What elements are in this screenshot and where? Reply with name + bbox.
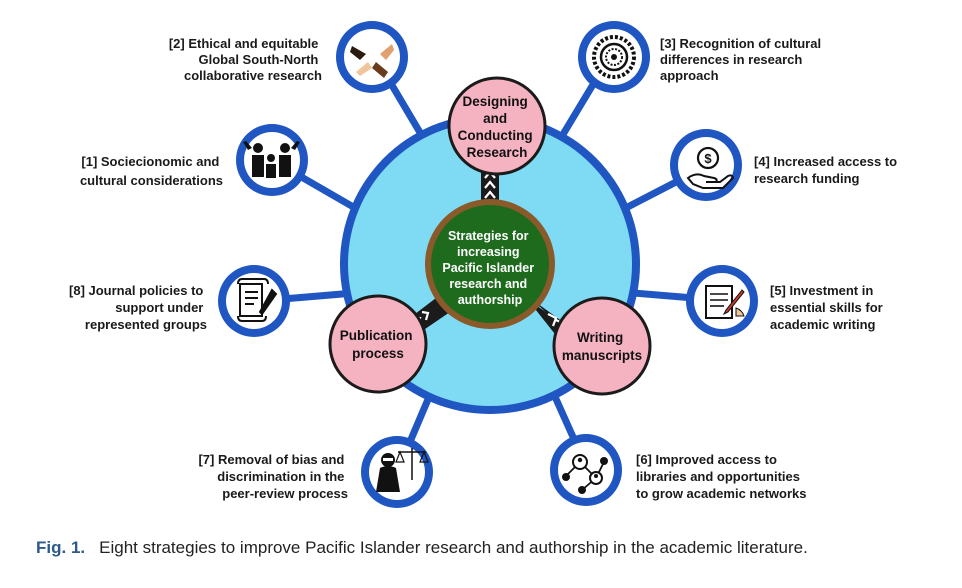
label-s8-line-3: represented groups [85, 317, 207, 332]
icon-circle-s2 [336, 21, 408, 93]
label-s5: [5] Investment in essential skills for a… [770, 283, 886, 332]
core-line-5: authorship [458, 293, 523, 307]
core-line-3: Pacific Islander [442, 261, 534, 275]
label-s2-line-3: collaborative research [184, 68, 322, 83]
svg-text:Strategies for increasin: Strategies for increasing Pacific Island… [442, 229, 537, 307]
icon-circle-s5 [686, 265, 758, 337]
label-s7: [7] Removal of bias and discrimination i… [198, 452, 348, 501]
icon-circle-s7 [361, 436, 433, 508]
phase-design-line-1: Designing [462, 94, 527, 109]
scroll-quill-icon [237, 278, 278, 322]
funding-hand-icon: $ [686, 146, 735, 189]
core-line-1: Strategies for [448, 229, 529, 243]
label-s3-line-1: [3] Recognition of cultural [660, 36, 821, 51]
label-s6: [6] Improved access to libraries and opp… [636, 452, 807, 501]
label-s4-line-2: research funding [754, 171, 860, 186]
phase-writing-line-1: Writing [577, 330, 623, 345]
label-s1-line-2: cultural considerations [80, 173, 223, 188]
label-s6-line-2: libraries and opportunities [636, 469, 800, 484]
icon-circle-s4: $ [670, 129, 742, 201]
phase-writing: Writing manuscripts [552, 296, 652, 396]
core-line-2: increasing [457, 245, 520, 259]
icon-circle-s8 [218, 265, 290, 337]
mandala-icon [592, 35, 636, 79]
network-icon [562, 454, 608, 494]
phase-writing-line-2: manuscripts [562, 348, 642, 363]
label-s2-line-2: Global South-North [199, 52, 319, 67]
svg-text:Writing manuscripts: Writing manuscripts [562, 330, 642, 363]
label-s7-line-3: peer-review process [222, 486, 348, 501]
label-s8: [8] Journal policies to support under re… [69, 283, 207, 332]
figure-caption-text: Eight strategies to improve Pacific Isla… [99, 538, 808, 557]
phase-design-line-2: and [483, 111, 507, 126]
figure-label: Fig. 1. [36, 538, 86, 557]
label-s6-line-1: [6] Improved access to [636, 452, 777, 467]
svg-text:$: $ [704, 151, 712, 166]
label-s1: [1] Sociecionomic and cultural considera… [80, 154, 223, 188]
handshake-icon [350, 44, 394, 78]
svg-text:Publication process: Publication process [340, 328, 417, 361]
label-s5-line-2: essential skills for [770, 300, 883, 315]
phase-design-line-3: Conducting [458, 128, 533, 143]
label-s5-line-3: academic writing [770, 317, 876, 332]
icon-circle-s1 [236, 124, 308, 196]
justice-icon [376, 448, 429, 492]
core-line-4: research and [449, 277, 527, 291]
label-s3-line-2: differences in research [660, 52, 802, 67]
label-s7-line-1: [7] Removal of bias and [198, 452, 344, 467]
phase-publication-line-1: Publication [340, 328, 413, 343]
label-s5-line-1: [5] Investment in [770, 283, 873, 298]
phase-publication-line-2: process [352, 346, 404, 361]
icon-circle-s6 [550, 434, 622, 506]
label-s2-line-1: [2] Ethical and equitable [169, 36, 319, 51]
writing-document-icon [705, 285, 745, 319]
family-icon [243, 141, 300, 178]
label-s4-line-1: [4] Increased access to [754, 154, 897, 169]
label-s8-line-1: [8] Journal policies to [69, 283, 203, 298]
label-s3-line-3: approach [660, 68, 719, 83]
label-s2: [2] Ethical and equitable Global South-N… [169, 36, 322, 83]
phase-design: Designing and Conducting Research [447, 76, 547, 176]
phase-publication: Publication process [328, 294, 428, 394]
phase-design-line-4: Research [467, 145, 528, 160]
icon-circle-s3 [578, 21, 650, 93]
label-s3: [3] Recognition of cultural differences … [660, 36, 825, 83]
svg-text:Designing and Cond: Designing and Conducting Research [458, 94, 537, 160]
label-s7-line-2: discrimination in the [217, 469, 344, 484]
label-s6-line-3: to grow academic networks [636, 486, 807, 501]
core-strategies: Strategies for increasing Pacific Island… [425, 199, 555, 329]
label-s1-line-1: [1] Sociecionomic and [81, 154, 219, 169]
figure-caption: Fig. 1. Eight strategies to improve Pacif… [36, 538, 808, 558]
label-s8-line-2: support under [115, 300, 203, 315]
label-s4: [4] Increased access to research funding [754, 154, 901, 186]
